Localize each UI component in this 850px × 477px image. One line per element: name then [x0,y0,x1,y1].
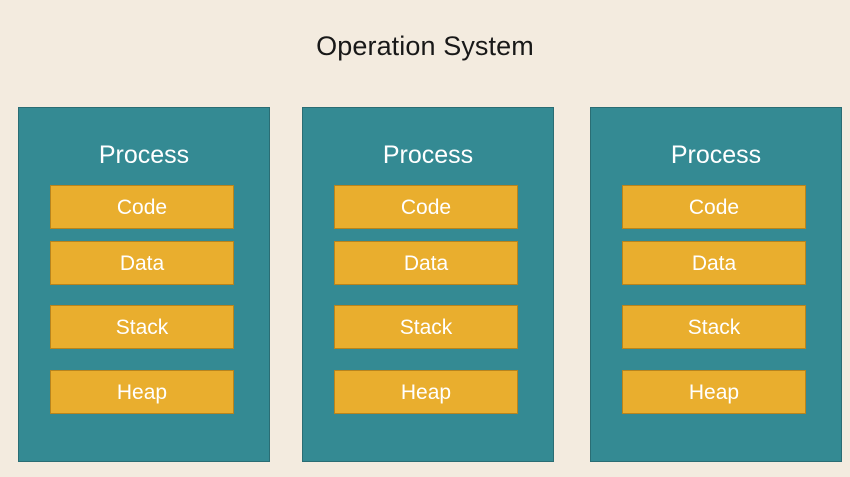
process-1-segment-heap: Heap [50,370,234,414]
process-container-1: Process Code Data Stack Heap [18,107,270,462]
process-container-3: Process Code Data Stack Heap [590,107,842,462]
process-3-segment-stack: Stack [622,305,806,349]
process-1-segment-data: Data [50,241,234,285]
process-header-1: Process [98,141,190,169]
process-3-segment-code: Code [622,185,806,229]
segment-label: Code [116,195,168,219]
segment-label: Code [688,195,740,219]
segment-label: Data [403,251,449,275]
process-container-2: Process Code Data Stack Heap [302,107,554,462]
process-1-segment-code: Code [50,185,234,229]
segment-label: Code [400,195,452,219]
segment-label: Heap [116,380,168,404]
segment-label: Stack [399,315,453,339]
page-title: Operation System [316,31,534,61]
process-3-segment-data: Data [622,241,806,285]
segment-label: Data [119,251,165,275]
process-2-segment-stack: Stack [334,305,518,349]
process-3-segment-heap: Heap [622,370,806,414]
process-2-segment-heap: Heap [334,370,518,414]
process-2-segment-data: Data [334,241,518,285]
segment-label: Data [691,251,737,275]
segment-label: Stack [687,315,741,339]
segment-label: Heap [688,380,740,404]
process-header-2: Process [382,141,474,169]
process-header-3: Process [670,141,762,169]
process-1-segment-stack: Stack [50,305,234,349]
segment-label: Heap [400,380,452,404]
process-2-segment-code: Code [334,185,518,229]
segment-label: Stack [115,315,169,339]
